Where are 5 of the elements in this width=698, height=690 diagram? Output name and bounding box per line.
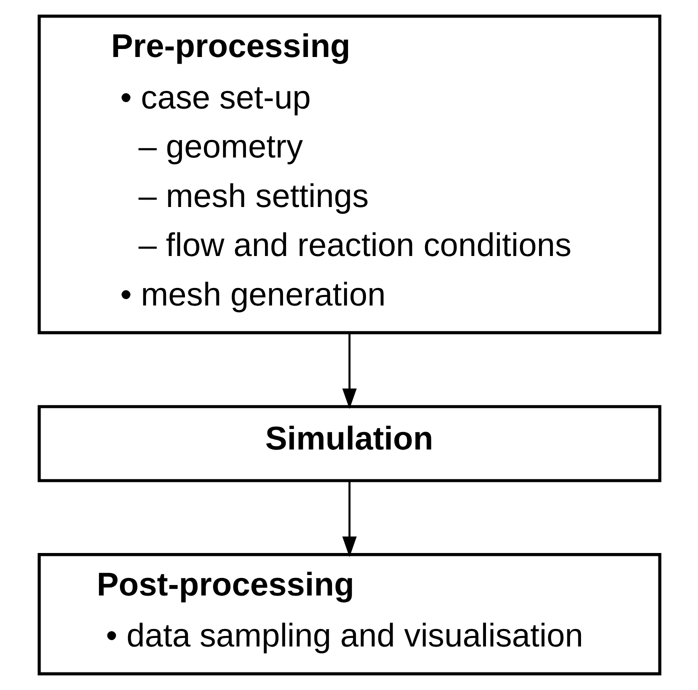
node-box: Pre-processing • case set-up – geometry – mesh settings – flow and reaction conditions • mesh generation [37,14,661,334]
arrow [342,481,356,558]
arrow [342,333,356,410]
node-box: Simulation [37,405,661,482]
node-box: Post-processing • data sampling and visualisation [37,553,661,676]
